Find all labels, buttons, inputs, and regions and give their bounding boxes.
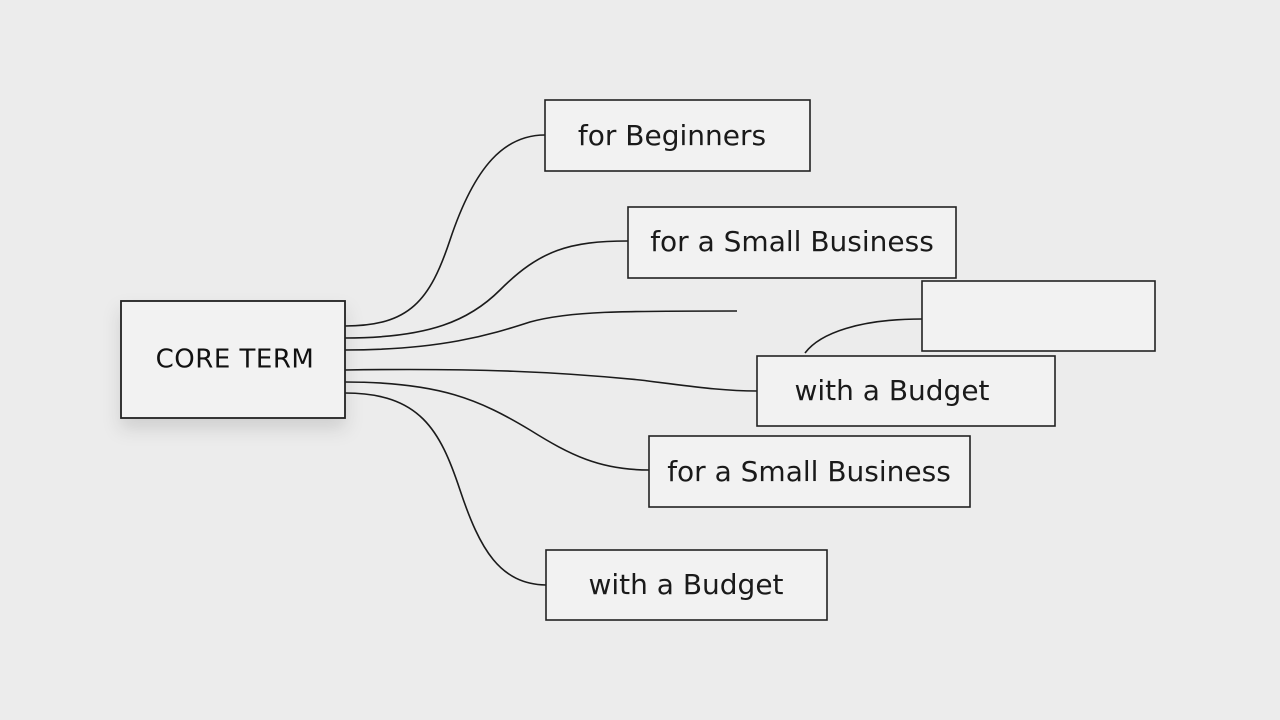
connector-small-business-2 [344, 381, 650, 471]
connector-for-beginners [344, 134, 546, 327]
connector-blank-to-budget [804, 318, 923, 354]
node-for-beginners: for Beginners [544, 99, 811, 172]
connector-budget-2 [344, 392, 547, 586]
connector-small-business-1 [344, 240, 629, 339]
node-label: for a Small Business [650, 225, 934, 258]
core-label: CORE TERM [156, 345, 315, 375]
node-budget-1: with a Budget [756, 355, 1056, 427]
node-budget-2: with a Budget [545, 549, 828, 621]
node-label: with a Budget [794, 374, 989, 407]
node-blank [921, 280, 1156, 352]
node-small-business-1: for a Small Business [627, 206, 957, 279]
node-small-business-2: for a Small Business [648, 435, 971, 508]
node-label: with a Budget [588, 568, 783, 601]
connector-blank [344, 310, 738, 351]
node-label: for a Small Business [667, 455, 951, 488]
core-node: CORE TERM [120, 300, 346, 419]
node-label: for Beginners [578, 119, 766, 152]
connector-budget-1 [344, 368, 758, 392]
